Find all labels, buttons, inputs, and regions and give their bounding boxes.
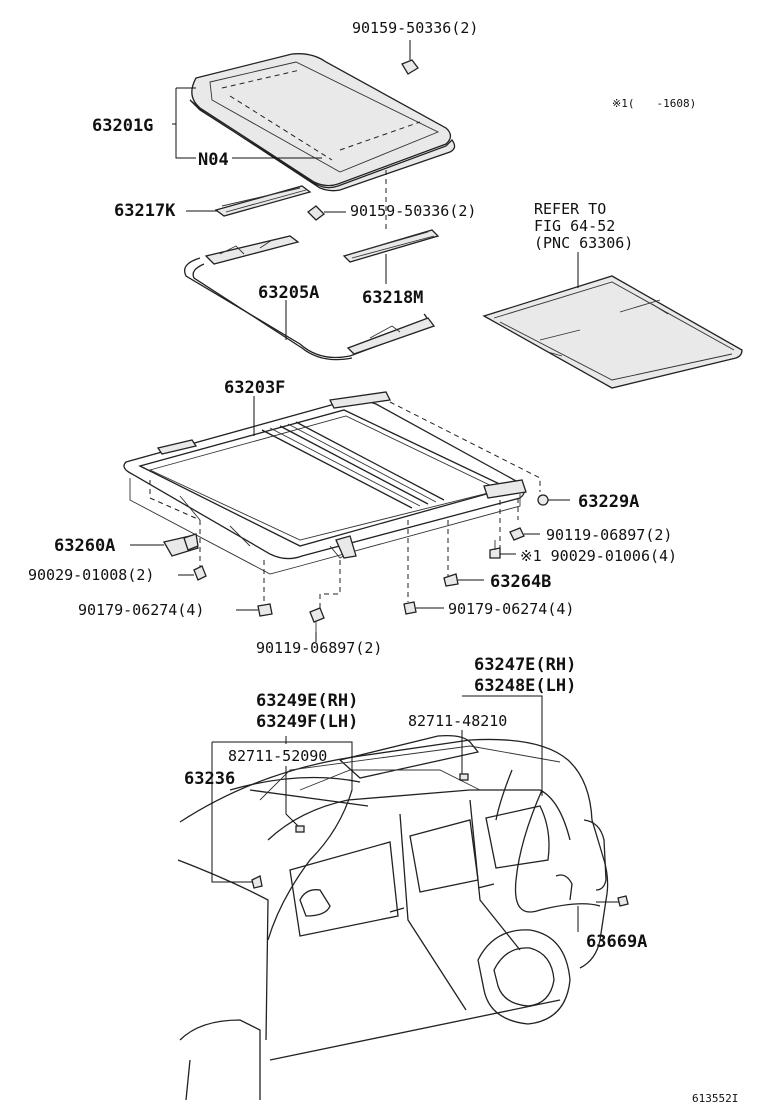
label-n04: N04	[198, 150, 229, 170]
label-90029-01006: ※1 90029-01006(4)	[520, 547, 677, 565]
sunroof-glass-panel	[189, 53, 456, 192]
refer-line-1: REFER TO	[534, 200, 606, 218]
refer-line-2: FIG 64-52	[534, 217, 615, 235]
screw-icon	[401, 40, 419, 75]
label-82711-48210: 82711-48210	[408, 712, 507, 730]
sunshade-panel	[482, 275, 743, 389]
label-63249e: 63249E(RH)	[256, 691, 358, 711]
clip-icon	[443, 573, 459, 587]
applicability-note: ※1( -1608)	[612, 97, 696, 110]
clip-icon	[617, 895, 629, 907]
label-63247e: 63247E(RH)	[474, 655, 576, 675]
label-90179-06274-left: 90179-06274(4)	[78, 601, 204, 619]
bolt-icon	[193, 565, 207, 581]
vehicle-outline	[177, 734, 609, 1101]
figure-code: 613552I	[692, 1092, 738, 1105]
screw-icon	[307, 205, 325, 221]
clip-icon	[459, 773, 469, 781]
sunroof-seal-frame	[183, 235, 436, 361]
label-90119-06897-right: 90119-06897(2)	[546, 526, 672, 544]
refer-line-3: (PNC 63306)	[534, 234, 633, 252]
label-63248e: 63248E(LH)	[474, 676, 576, 696]
label-90159-50336-mid: 90159-50336(2)	[350, 202, 476, 220]
guide-rail-left	[214, 185, 312, 217]
label-63264b: 63264B	[490, 572, 551, 592]
guide-rail-right	[342, 229, 440, 263]
grommet-icon	[257, 603, 273, 617]
motor-icon	[163, 533, 200, 557]
label-63201g: 63201G	[92, 116, 153, 136]
screw-icon	[489, 540, 501, 559]
nut-icon	[537, 494, 549, 506]
label-63260a: 63260A	[54, 536, 115, 556]
bolt-icon	[309, 607, 325, 632]
grommet-icon	[403, 601, 417, 615]
label-63203f: 63203F	[224, 378, 285, 398]
label-90119-06897-bottom: 90119-06897(2)	[256, 639, 382, 657]
label-90029-01008: 90029-01008(2)	[28, 566, 154, 584]
sunroof-housing-frame	[123, 391, 527, 575]
bolt-icon	[509, 527, 525, 541]
label-63669a: 63669A	[586, 932, 647, 952]
grommet-icon	[251, 875, 263, 889]
label-90159-50336-top: 90159-50336(2)	[352, 19, 478, 37]
label-63249f: 63249F(LH)	[256, 712, 358, 732]
label-63229a: 63229A	[578, 492, 639, 512]
label-90179-06274-right: 90179-06274(4)	[448, 600, 574, 618]
label-63236: 63236	[184, 769, 235, 789]
label-63217k: 63217K	[114, 201, 176, 221]
label-63205a: 63205A	[258, 283, 319, 303]
clip-icon	[295, 825, 305, 833]
label-63218m: 63218M	[362, 288, 423, 308]
label-82711-52090: 82711-52090	[228, 747, 327, 765]
